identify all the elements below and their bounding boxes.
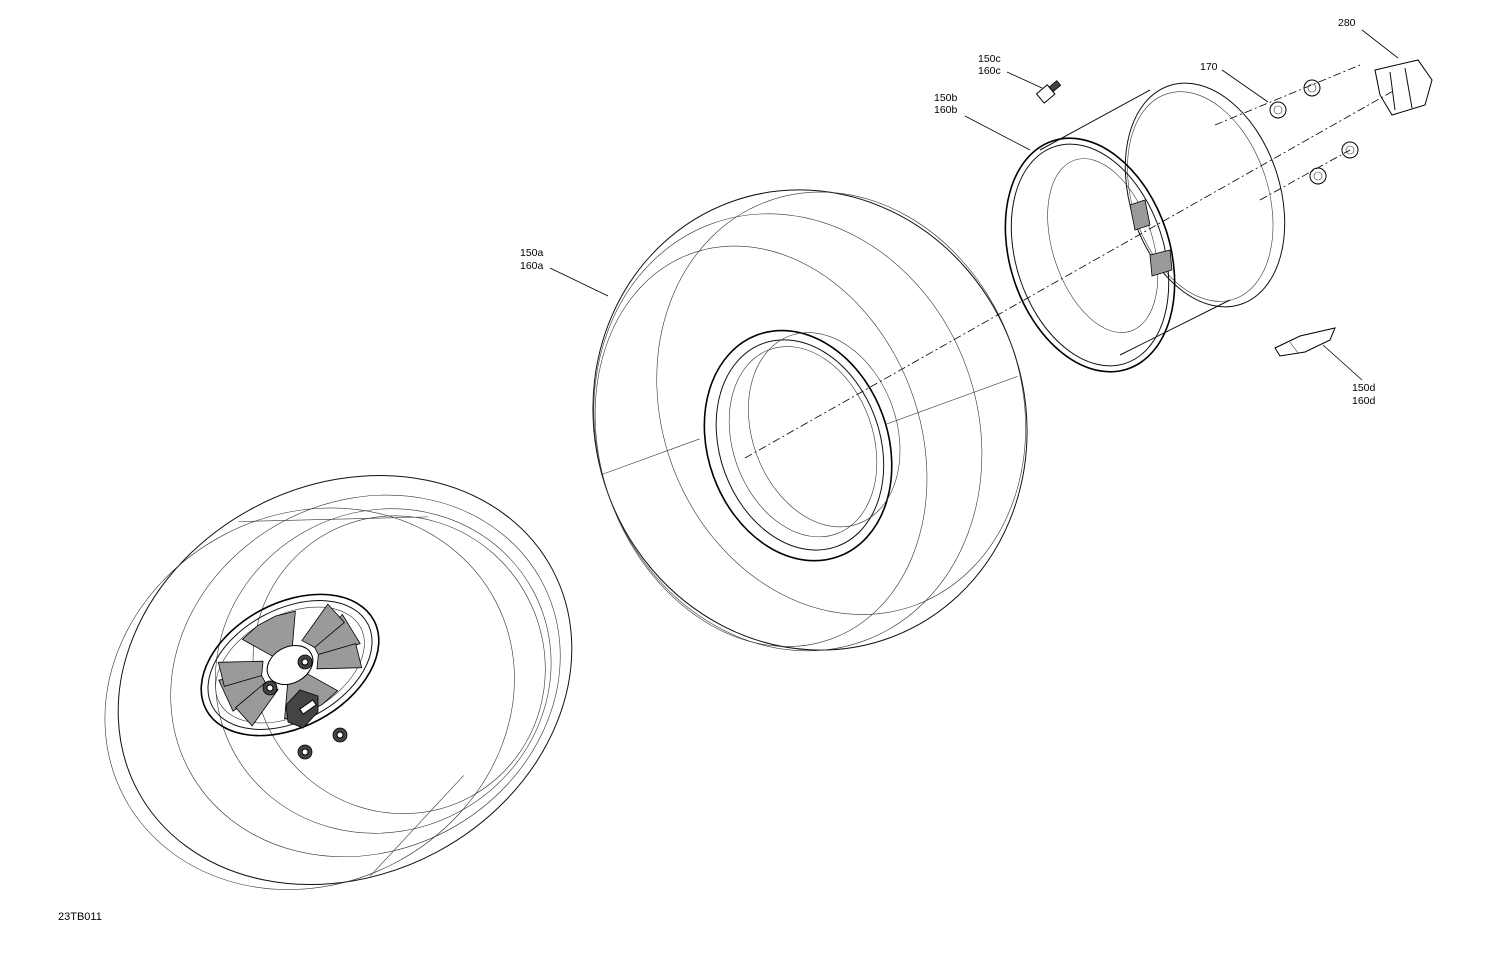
leader-150c <box>1006 71 1043 89</box>
leader-280 <box>1361 29 1399 59</box>
lug-axis-lower <box>1259 149 1351 201</box>
exploded-tire <box>592 189 1028 652</box>
callout-150b: 150b <box>934 92 958 104</box>
assembled-wheel <box>104 475 573 890</box>
leader-150d <box>1322 344 1363 381</box>
assembled-hub-cap <box>285 689 319 729</box>
callout-160c: 160c <box>978 65 1001 77</box>
valve-stem <box>1035 80 1062 104</box>
center-cap <box>1374 59 1433 116</box>
figure-code: 23TB011 <box>58 911 102 923</box>
callout-150a: 150a <box>520 247 544 259</box>
leader-150b <box>964 115 1031 151</box>
assembly-axis <box>744 89 1396 459</box>
balance-weight <box>1274 327 1336 357</box>
callout-160d: 160d <box>1352 395 1376 407</box>
callout-150d: 150d <box>1352 382 1376 394</box>
assembled-lug-nuts <box>262 654 348 760</box>
lug-nut-group <box>1269 79 1359 185</box>
callout-150c: 150c <box>978 53 1001 65</box>
lug-axis-upper <box>1214 64 1361 126</box>
callout-160a: 160a <box>520 260 544 272</box>
assembled-rim <box>200 593 380 737</box>
callout-170: 170 <box>1200 61 1218 73</box>
callout-280: 280 <box>1338 17 1356 29</box>
exploded-rim <box>1004 82 1286 373</box>
callout-160b: 160b <box>934 104 958 116</box>
assembled-tire <box>104 475 573 890</box>
leader-150a <box>549 267 609 297</box>
leader-170 <box>1221 69 1269 103</box>
